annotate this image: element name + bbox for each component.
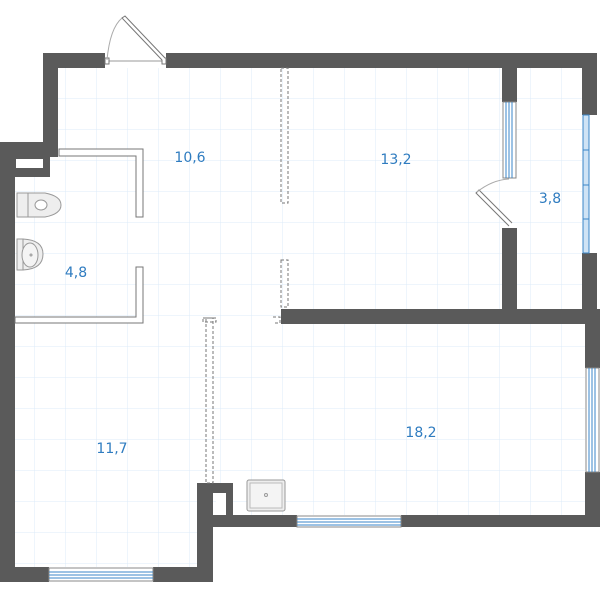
window-bottom-left [48,567,154,582]
toilet-icon [16,192,62,218]
bidet-icon [16,238,44,271]
sink-icon [246,479,286,512]
windows [48,101,600,582]
bathroom-partitions [14,148,144,324]
room-area-hall: 10,6 [174,150,206,166]
window-balcony-outer [582,114,590,254]
room-area-balcony: 3,8 [538,191,562,207]
room-area-kitchen-living: 18,2 [405,425,437,441]
window-balcony-inner [502,101,517,179]
walls [0,53,600,582]
room-area-11: 11,7 [96,441,128,457]
window-bottom-kitchen [296,515,402,528]
room-area-13: 13,2 [380,152,412,168]
entrance-door[interactable] [104,15,167,65]
balcony-door[interactable] [475,178,513,227]
beams [202,67,289,484]
window-right-kitchen [585,367,600,473]
room-area-bathroom: 4,8 [64,265,88,281]
